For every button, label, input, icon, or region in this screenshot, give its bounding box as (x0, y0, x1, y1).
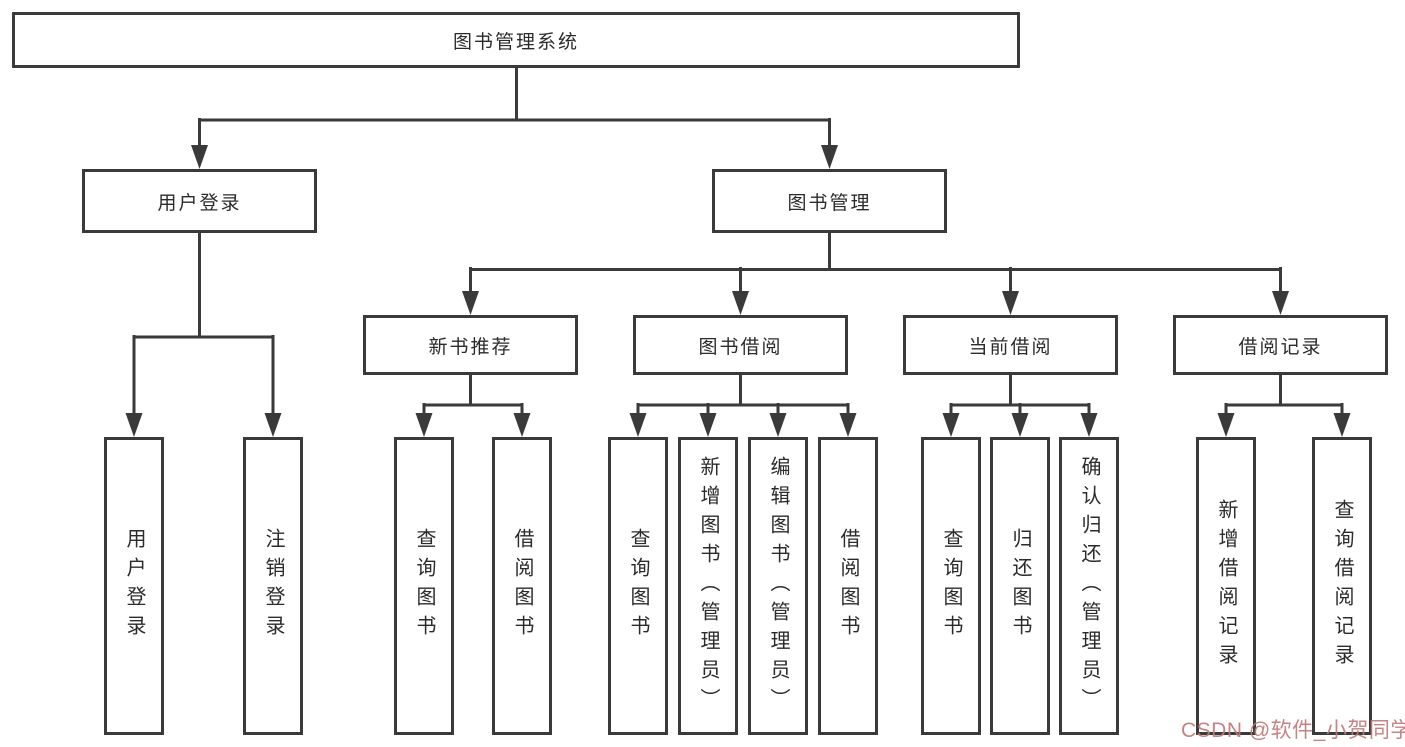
node-label: 新书推荐 (428, 336, 513, 358)
node-borrow-records: 借阅记录 (1173, 315, 1388, 375)
leaf-label: 查询图书 (627, 528, 649, 644)
leaf-label: 确认归还（管理员） (1078, 455, 1100, 717)
leaf-borrow-edit-books-admin: 编辑图书（管理员） (748, 437, 808, 735)
node-book-management: 图书管理 (712, 169, 947, 233)
leaf-label: 注销登录 (262, 528, 284, 644)
node-label: 借阅记录 (1238, 336, 1323, 358)
leaf-label: 借阅图书 (511, 528, 533, 644)
leaf-borrow-add-books-admin: 新增图书（管理员） (678, 437, 738, 735)
leaf-label: 新增借阅记录 (1215, 499, 1237, 673)
node-label: 图书管理系统 (452, 31, 579, 53)
leaf-borrow-borrow-books: 借阅图书 (818, 437, 878, 735)
leaf-current-query-books: 查询图书 (921, 437, 981, 735)
leaf-current-return-books: 归还图书 (990, 437, 1050, 735)
leaf-label: 新增图书（管理员） (697, 455, 719, 717)
node-user-login: 用户登录 (82, 169, 317, 233)
leaf-label: 用户登录 (123, 528, 145, 644)
leaf-label: 编辑图书（管理员） (767, 455, 789, 717)
node-label: 图书管理 (787, 192, 872, 214)
leaf-label: 查询借阅记录 (1331, 499, 1353, 673)
leaf-label: 查询图书 (940, 528, 962, 644)
node-new-book-recommend: 新书推荐 (363, 315, 578, 375)
leaf-label: 借阅图书 (837, 528, 859, 644)
leaf-user-login: 用户登录 (104, 437, 164, 735)
leaf-borrow-query-books: 查询图书 (608, 437, 668, 735)
node-label: 图书借阅 (698, 336, 783, 358)
leaf-logout: 注销登录 (243, 437, 303, 735)
leaf-label: 归还图书 (1009, 528, 1031, 644)
leaf-records-add-record: 新增借阅记录 (1196, 437, 1256, 735)
node-current-borrow: 当前借阅 (903, 315, 1118, 375)
leaf-records-query-record: 查询借阅记录 (1312, 437, 1372, 735)
leaf-newbook-query-books: 查询图书 (394, 437, 454, 735)
leaf-current-confirm-return-admin: 确认归还（管理员） (1059, 437, 1119, 735)
node-label: 用户登录 (157, 192, 242, 214)
leaf-label: 查询图书 (413, 528, 435, 644)
leaf-newbook-borrow-books: 借阅图书 (492, 437, 552, 735)
csdn-watermark: CSDN @软件_小贺同学 (1181, 719, 1405, 742)
node-book-borrow: 图书借阅 (633, 315, 848, 375)
node-library-system: 图书管理系统 (12, 12, 1020, 68)
node-label: 当前借阅 (968, 336, 1053, 358)
